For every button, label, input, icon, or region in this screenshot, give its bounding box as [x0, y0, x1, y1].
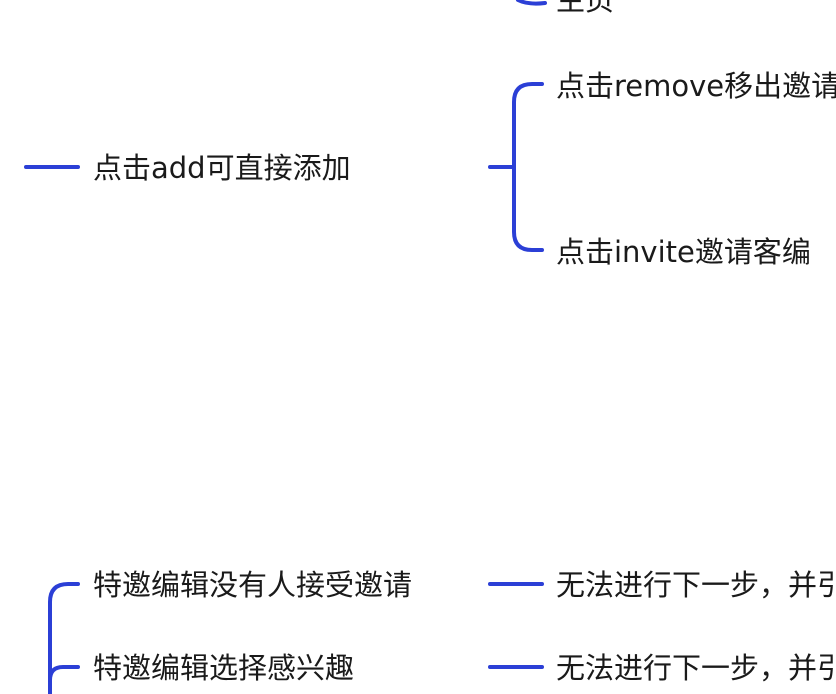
- connector-to-homepage: [516, 0, 547, 6]
- node-cannot-proceed-1: 无法进行下一步，并引: [556, 568, 836, 602]
- node-click-invite: 点击invite邀请客编: [556, 235, 811, 269]
- node-click-add: 点击add可直接添加: [93, 151, 351, 185]
- node-click-remove: 点击remove移出邀请: [556, 69, 836, 103]
- node-no-one-accepted: 特邀编辑没有人接受邀请: [93, 568, 413, 602]
- node-select-interest: 特邀编辑选择感兴趣: [93, 651, 355, 685]
- connector-to-select-interest: [48, 665, 80, 682]
- bracket-bottom-group: [48, 582, 80, 694]
- bracket-remove-invite: [512, 82, 544, 252]
- node-homepage: 主页: [556, 0, 615, 17]
- node-cannot-proceed-2: 无法进行下一步，并引: [556, 651, 836, 685]
